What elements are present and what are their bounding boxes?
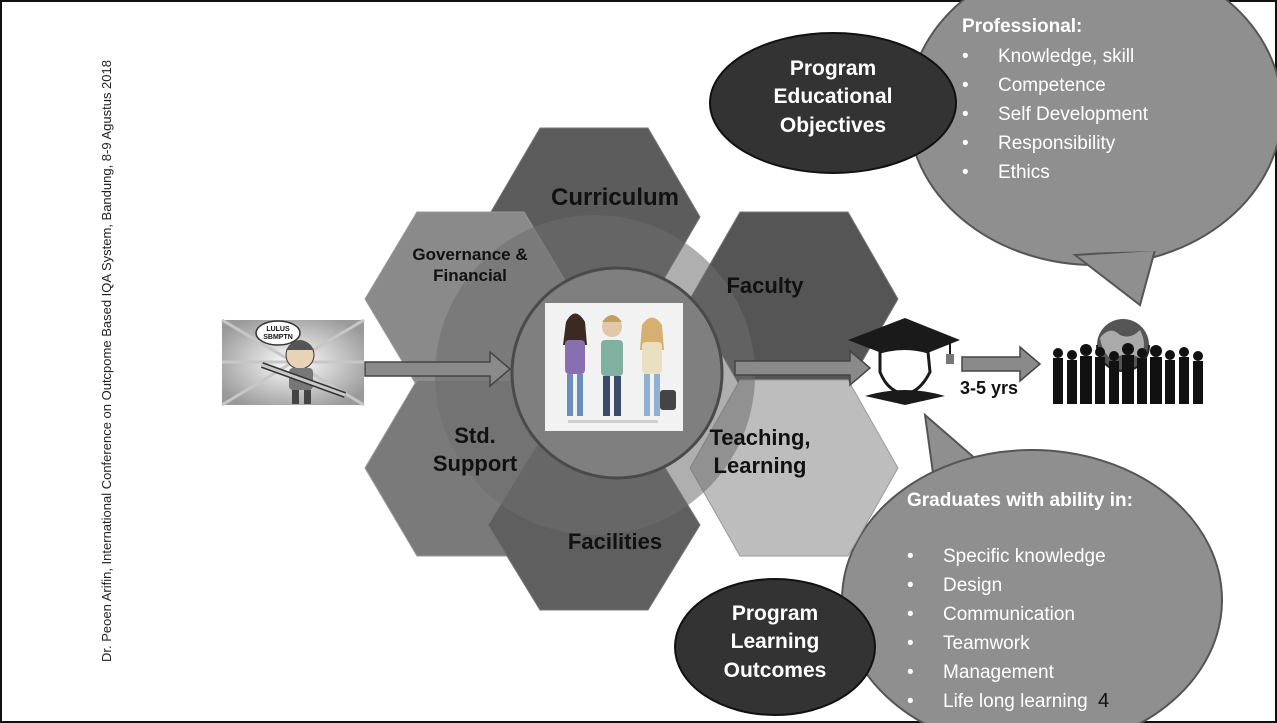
crowd-icon <box>1053 343 1203 404</box>
list-item: Design <box>907 571 1106 600</box>
peo-bubble-title: Professional: <box>962 16 1083 37</box>
hex-label-curriculum: Curriculum <box>550 184 679 211</box>
kid-illustration <box>221 318 365 407</box>
plo-label: Program Learning Outcomes <box>723 602 827 682</box>
list-item: Competence <box>962 71 1148 100</box>
page-number: 4 <box>1098 690 1110 712</box>
list-item: Responsibility <box>962 129 1148 158</box>
list-item: Self Development <box>962 100 1148 129</box>
graduate-icon <box>848 318 960 405</box>
list-item: Specific knowledge <box>907 542 1106 571</box>
plo-oval <box>674 578 876 716</box>
list-item: Knowledge, skill <box>962 42 1148 71</box>
hex-label-facilities: Facilities <box>567 529 663 554</box>
peo-label: Program Educational Objectives <box>773 57 893 137</box>
hex-label-governance: Governance & Financial <box>412 245 528 286</box>
list-item: Ethics <box>962 158 1148 187</box>
kid-badge-text: LULUS SBMPTN <box>263 326 293 341</box>
duration-label: 3-5 yrs <box>960 378 1019 398</box>
arrow-career <box>961 345 1042 383</box>
hex-label-faculty: Faculty <box>726 273 804 298</box>
hex-label-std-support: Std. Support <box>432 423 518 476</box>
students-illustration <box>545 303 683 431</box>
plo-bubble-title: Graduates with ability in: <box>907 490 1133 511</box>
hex-label-teaching: Teaching, Learning <box>709 425 811 478</box>
list-item: Communication <box>907 600 1106 629</box>
plo-list: Specific knowledge Design Communication … <box>907 542 1106 716</box>
arrow-output <box>734 349 872 387</box>
list-item: Life long learning <box>907 687 1106 716</box>
list-item: Management <box>907 658 1106 687</box>
arrow-input <box>364 350 512 388</box>
peo-list: Knowledge, skill Competence Self Develop… <box>962 42 1148 187</box>
peo-oval <box>709 32 957 174</box>
list-item: Teamwork <box>907 629 1106 658</box>
